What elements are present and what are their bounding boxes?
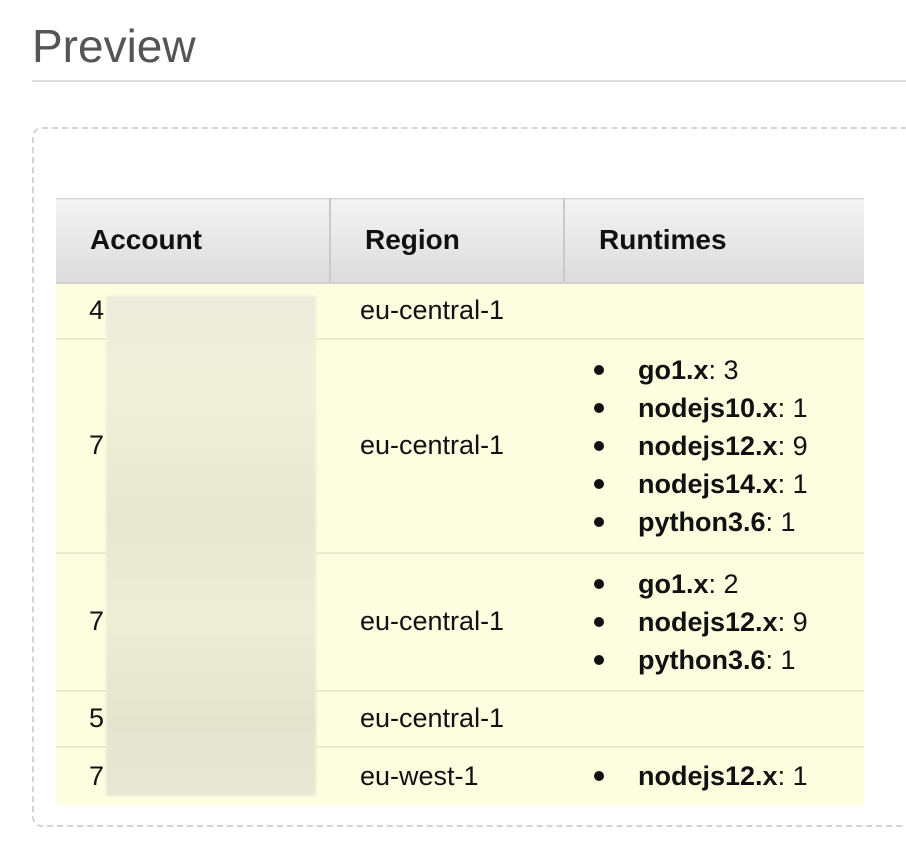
runtime-list-item: python3.6: 1 bbox=[592, 503, 864, 541]
runtimes-cell bbox=[564, 690, 864, 748]
region-cell: eu-central-1 bbox=[330, 690, 564, 748]
runtime-name: python3.6 bbox=[638, 506, 766, 537]
runtime-list: go1.x: 2 nodejs12.x: 9 python3.6: 1 bbox=[592, 565, 864, 679]
runtime-name: python3.6 bbox=[638, 644, 766, 675]
bullet-icon bbox=[594, 364, 604, 375]
runtime-list-item: go1.x: 2 bbox=[592, 565, 864, 603]
runtime-name: nodejs12.x bbox=[638, 761, 778, 791]
region-cell: eu-central-1 bbox=[330, 338, 564, 554]
bullet-icon bbox=[594, 654, 604, 665]
column-header-runtimes[interactable]: Runtimes bbox=[563, 198, 864, 284]
runtime-list-item: nodejs12.x: 1 bbox=[592, 757, 864, 795]
table-header-row: Account Region Runtimes bbox=[56, 198, 864, 284]
runtime-list: go1.x: 3 nodejs10.x: 1 nodejs12.x: 9 nod… bbox=[592, 351, 864, 541]
runtime-list-item: nodejs14.x: 1 bbox=[592, 465, 864, 503]
runtime-name: nodejs12.x bbox=[638, 430, 778, 461]
column-header-account[interactable]: Account bbox=[56, 198, 330, 284]
runtime-count: : 1 bbox=[765, 506, 796, 537]
page-title: Preview bbox=[32, 20, 196, 72]
region-cell: eu-central-1 bbox=[330, 552, 564, 692]
bullet-icon bbox=[594, 516, 604, 527]
runtime-count: : 1 bbox=[777, 468, 808, 499]
runtime-name: nodejs14.x bbox=[638, 468, 778, 499]
bullet-icon bbox=[594, 578, 604, 589]
runtime-name: go1.x bbox=[638, 568, 709, 599]
region-cell: eu-central-1 bbox=[330, 282, 564, 340]
runtimes-cell: nodejs12.x: 1 bbox=[564, 746, 864, 805]
runtime-count: : 3 bbox=[708, 354, 739, 385]
runtime-count: : 9 bbox=[777, 430, 808, 461]
runtime-name: go1.x bbox=[638, 354, 709, 385]
bullet-icon bbox=[594, 402, 604, 413]
runtime-list-item: nodejs12.x: 9 bbox=[592, 603, 864, 641]
bullet-icon bbox=[594, 616, 604, 627]
runtime-list: nodejs12.x: 1 bbox=[592, 757, 864, 795]
runtime-list-item: nodejs12.x: 9 bbox=[592, 427, 864, 465]
bullet-icon bbox=[594, 771, 604, 781]
runtime-count: : 9 bbox=[777, 606, 808, 637]
table-row: 7 eu-central-1 go1.x: 2 nodejs12.x: 9 py… bbox=[56, 552, 864, 692]
preview-panel bbox=[32, 127, 906, 827]
runtime-count: : 1 bbox=[777, 761, 808, 791]
runtime-count: : 1 bbox=[765, 644, 796, 675]
runtime-list-item: python3.6: 1 bbox=[592, 641, 864, 679]
bullet-icon bbox=[594, 440, 604, 451]
title-divider bbox=[32, 80, 906, 82]
runtime-name: nodejs12.x bbox=[638, 606, 778, 637]
redaction-blur bbox=[106, 296, 316, 796]
bullet-icon bbox=[594, 478, 604, 489]
runtimes-cell bbox=[564, 282, 864, 340]
runtime-list-item: go1.x: 3 bbox=[592, 351, 864, 389]
runtime-name: nodejs10.x bbox=[638, 392, 778, 423]
runtimes-cell: go1.x: 3 nodejs10.x: 1 nodejs12.x: 9 nod… bbox=[564, 338, 864, 554]
column-header-region[interactable]: Region bbox=[329, 198, 564, 284]
runtime-count: : 2 bbox=[708, 568, 739, 599]
region-cell: eu-west-1 bbox=[330, 746, 564, 805]
runtime-list-item: nodejs10.x: 1 bbox=[592, 389, 864, 427]
runtime-count: : 1 bbox=[777, 392, 808, 423]
runtimes-cell: go1.x: 2 nodejs12.x: 9 python3.6: 1 bbox=[564, 552, 864, 692]
